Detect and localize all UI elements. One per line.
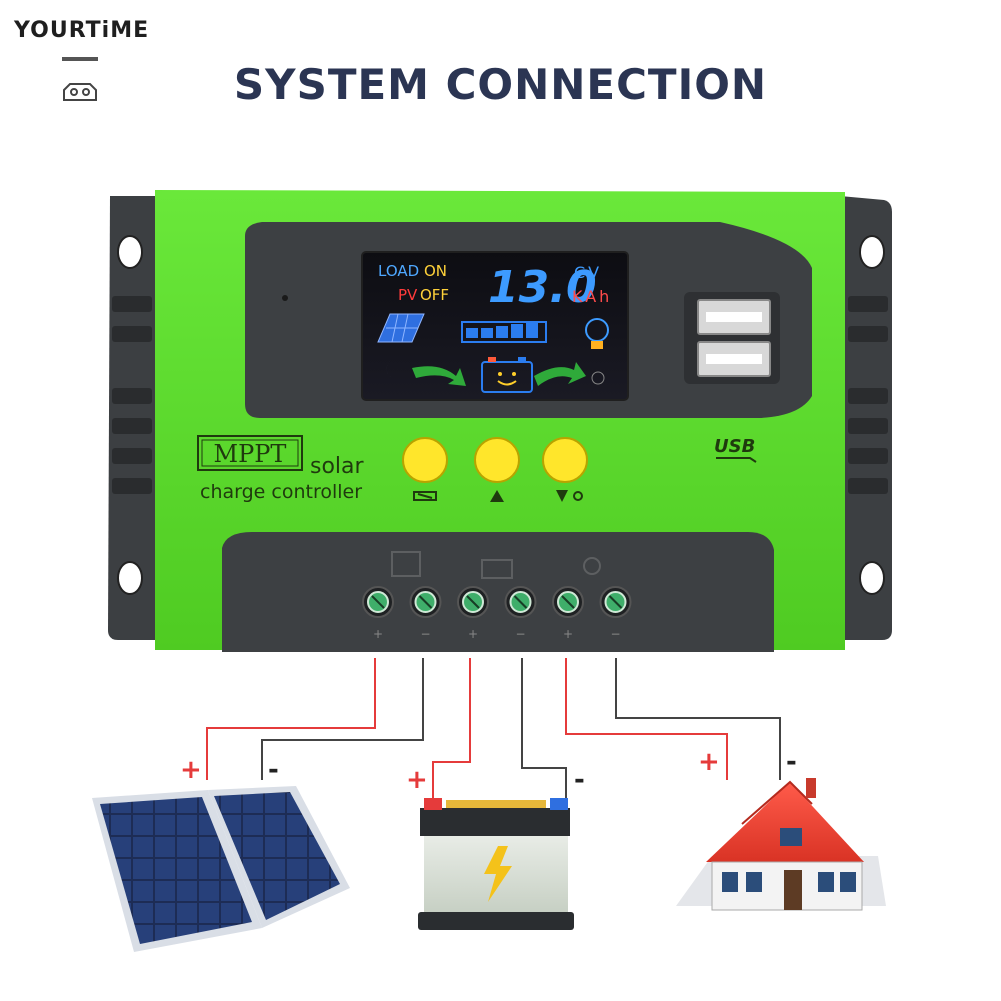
- menu-icon: [413, 491, 437, 501]
- terminal-battery-icon: [481, 559, 513, 579]
- solar-plus-label: +: [180, 755, 202, 785]
- wire-house-minus: [615, 658, 781, 780]
- label-charge-controller: charge controller: [200, 481, 362, 503]
- lcd-pv-state: OFF: [420, 286, 449, 304]
- button-down-light[interactable]: [542, 437, 588, 483]
- lcd-screen: [361, 251, 629, 401]
- terminal-screw-battery-minus: −: [504, 586, 537, 641]
- label-solar: solar: [310, 454, 365, 479]
- terminal-sign-label: −: [420, 627, 430, 641]
- lcd-clock-icon: [591, 371, 605, 385]
- wire-house-plus: [565, 658, 728, 780]
- terminal-screw-load-plus: +: [552, 586, 584, 641]
- terminal-row: + − + − + −: [362, 586, 632, 641]
- mppt-badge: MPPT: [214, 440, 287, 468]
- lcd-load-label: LOAD: [378, 262, 419, 280]
- lcd-arrow-icon: [412, 366, 466, 386]
- charge-controller: [108, 190, 892, 652]
- solar-minus-label: -: [268, 755, 279, 785]
- lcd-unit-bottom: KAh: [572, 287, 612, 306]
- usb-label-text: USB: [714, 436, 755, 457]
- brand-mascot-icon: [63, 83, 97, 101]
- terminal-screw-battery-plus: +: [457, 586, 489, 641]
- brand-logo-text: YOURTiME: [14, 18, 150, 43]
- terminal-sign-label: −: [515, 627, 525, 641]
- terminal-bulb-icon: [583, 557, 601, 575]
- bulb-small-icon: [573, 491, 583, 501]
- lightning-icon: [484, 846, 512, 902]
- up-triangle-icon: [490, 490, 504, 502]
- lcd-reading: 13.0: [488, 262, 597, 313]
- usb-cable-icon: [716, 457, 757, 463]
- controller-buttons: [402, 437, 588, 502]
- lcd-bulb-icon: [585, 318, 609, 349]
- button-menu[interactable]: [402, 437, 448, 483]
- lcd-arrow-icon: [534, 362, 586, 386]
- battery-plus-label: +: [406, 765, 428, 795]
- terminal-group-icons: [391, 551, 601, 579]
- lcd-content: LOAD ON PV OFF 13.0 CV KAh: [377, 262, 612, 393]
- terminal-sign-label: −: [610, 627, 620, 641]
- brand-underline: [62, 57, 98, 61]
- wire-solar-minus: [261, 658, 424, 780]
- terminal-sign-label: +: [373, 627, 383, 641]
- terminal-screw-solar-minus: −: [409, 586, 442, 641]
- terminal-sign-label: +: [468, 627, 478, 641]
- lcd-unit-top: CV: [574, 263, 602, 282]
- page-title: SYSTEM CONNECTION: [233, 60, 768, 109]
- down-triangle-icon: [556, 490, 568, 502]
- house-icon: [676, 778, 886, 911]
- lcd-pv-label: PV: [398, 286, 418, 304]
- terminal-solar-icon: [391, 551, 421, 577]
- battery-minus-label: -: [574, 765, 585, 795]
- lcd-battery-level-icon: [461, 321, 547, 343]
- wire-battery-minus: [521, 658, 567, 800]
- terminal-screw-load-minus: −: [599, 586, 632, 641]
- battery-icon: [418, 798, 574, 930]
- lcd-load-state: ON: [424, 262, 447, 280]
- terminal-screw-solar-plus: +: [362, 586, 394, 641]
- solar-panel-icon: [92, 786, 350, 952]
- usb-label: USB: [714, 436, 757, 463]
- controller-label: MPPT solar charge controller: [197, 435, 365, 503]
- polarity-labels: + - + - + -: [180, 747, 797, 795]
- button-up[interactable]: [474, 437, 520, 483]
- usb-port: [684, 292, 780, 384]
- house-minus-label: -: [786, 747, 797, 777]
- wires: [206, 658, 781, 800]
- lcd-solar-icon: [377, 313, 425, 343]
- wire-solar-plus: [206, 658, 376, 780]
- wire-battery-plus: [432, 658, 471, 800]
- lcd-battery-smile-icon: [481, 357, 533, 393]
- house-plus-label: +: [698, 747, 720, 777]
- terminal-sign-label: +: [563, 627, 573, 641]
